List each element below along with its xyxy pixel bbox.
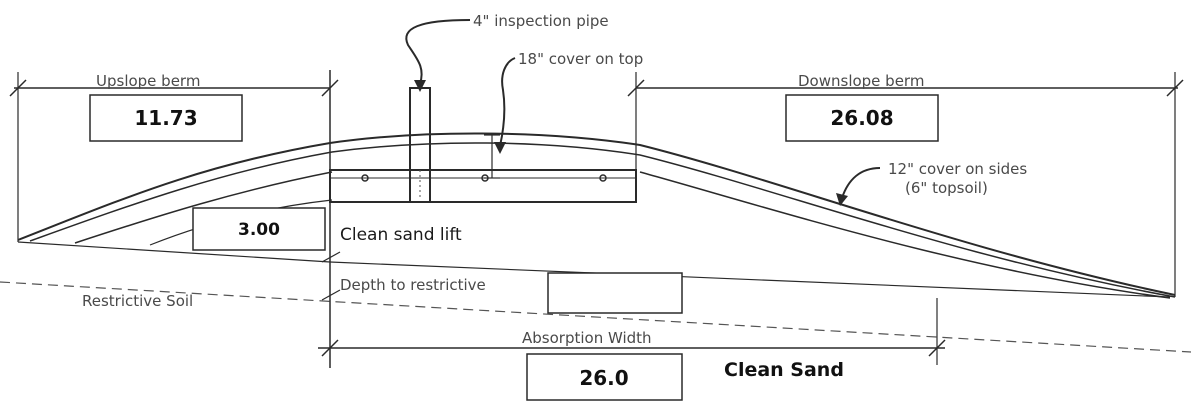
absorption-width-value-box [526,353,683,401]
downslope-berm-value: 26.08 [830,106,893,130]
clean-sand-lift-label: Clean sand lift [340,225,462,245]
absorption-bed [329,169,637,203]
downslope-tick [1166,79,1184,97]
upslope-berm-value-box [89,94,243,142]
cover-on-top-label: 18" cover on top [518,50,643,68]
depth-to-restrictive-value-box [547,272,683,314]
restrictive-soil-line [0,281,1191,353]
downslope-tick [627,79,645,97]
clean-sand-lift-value-box [192,207,326,251]
mound-base-line-right [329,261,1171,298]
mound-sand-line [74,171,1171,299]
mound-outer-profile [17,132,1176,296]
inspection-pipe-label: 4" inspection pipe [473,12,609,30]
upslope-tick [9,79,27,97]
absorption-width-label: Absorption Width [522,329,652,347]
cover-top-leader [499,57,516,147]
mound-topsoil-line [29,142,1176,298]
downslope-berm-label: Downslope berm [798,72,924,90]
restrictive-tick [321,289,341,301]
upslope-berm-value: 11.73 [134,106,197,130]
sand-lift-tick [321,251,341,263]
clean-sand-label: Clean Sand [724,359,844,381]
mound-base-line [17,241,331,263]
absorption-width-value: 26.0 [579,366,628,390]
lateral-hole [361,174,369,182]
downslope-berm-value-box [785,94,939,142]
upslope-berm-label: Upslope berm [96,72,200,90]
cover-top-arrowhead [494,142,506,154]
topsoil-label: (6" topsoil) [905,179,988,197]
absorption-tick [321,339,339,357]
restrictive-soil-label: Restrictive Soil [82,292,193,310]
inspection-pipe-leader [405,19,471,85]
inspection-pipe-arrowhead [414,80,426,92]
lateral-hole [599,174,607,182]
cover-on-sides-label: 12" cover on sides [888,160,1027,178]
cover-sides-leader [841,167,881,199]
depth-to-restrictive-label: Depth to restrictive [340,276,486,294]
clean-sand-lift-value: 3.00 [238,220,280,240]
absorption-tick [928,339,946,357]
cover-sides-arrowhead [836,193,848,206]
